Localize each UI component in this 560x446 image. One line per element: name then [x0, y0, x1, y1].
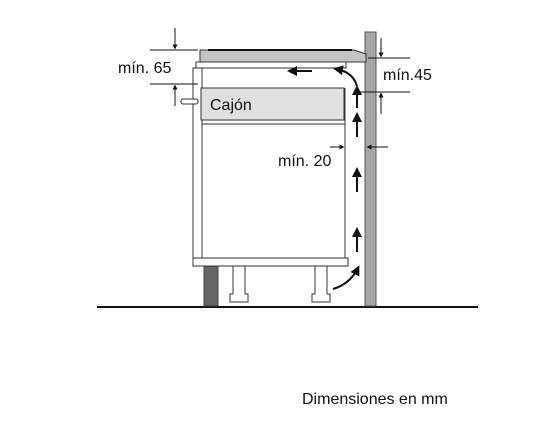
hob — [199, 49, 367, 63]
units-caption: Dimensiones en mm — [302, 391, 448, 408]
dimension-label-min-20: mín. 20 — [278, 153, 331, 170]
airflow-outlet-curve — [333, 65, 358, 87]
dimension-label-min-45: mín.45 — [383, 67, 432, 84]
dimension-label-min-65: mín. 65 — [118, 60, 171, 77]
cabinet-foot-right — [311, 265, 331, 303]
cabinet-foot-left — [229, 265, 249, 303]
wall — [364, 31, 377, 307]
drawer — [200, 87, 345, 121]
plinth — [203, 264, 219, 307]
drawer-label: Cajón — [210, 97, 252, 114]
cabinet-top — [195, 61, 347, 69]
cabinet-side — [201, 123, 346, 259]
cabinet-base — [192, 257, 349, 267]
drawer-handle — [180, 98, 199, 105]
airflow-inlet-curve — [332, 265, 360, 290]
